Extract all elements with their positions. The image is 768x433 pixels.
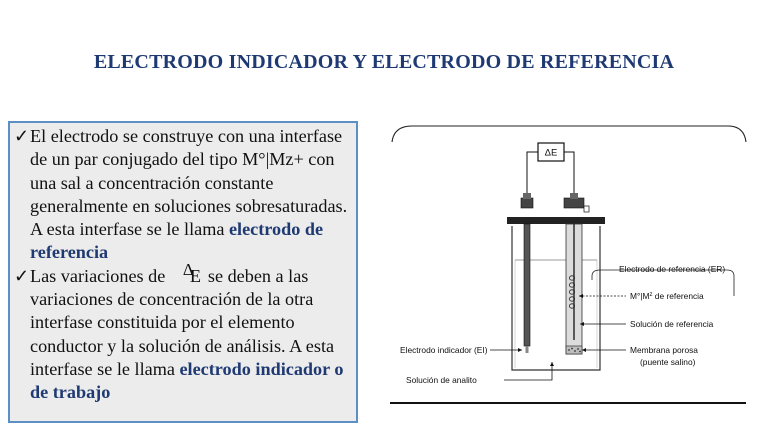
label-porous-membrane: Membrana porosa <box>630 345 698 355</box>
emphasis-reference-electrode: electrodo de referencia <box>30 219 324 263</box>
label-metal-couple: M°|Mz de referencia <box>630 291 704 301</box>
indicator-electrode-cap <box>520 197 534 209</box>
slide-title: ELECTRODO INDICADOR Y ELECTRODO DE REFER… <box>93 51 675 73</box>
voltmeter-label: ΔE <box>545 148 558 159</box>
paragraph-text-after: se deben a las variaciones de concentrac… <box>30 265 335 379</box>
paragraph-reference-electrode: ✓ El electrodo se construye con una inte… <box>14 125 356 265</box>
porous-membrane <box>565 345 583 355</box>
indicator-electrode-tip <box>525 346 529 353</box>
paragraph-text-before: Las variaciones de <box>30 265 170 286</box>
paragraph-text: El electrodo se construye con una interf… <box>30 126 348 240</box>
label-reference-solution: Solución de referencia <box>630 319 714 329</box>
reference-electrode-cap <box>563 197 585 209</box>
emphasis-indicator-electrode: electrodo indicador o de trabajo <box>30 358 344 403</box>
electrode-diagram: ΔE Electrodo de referencia (ER) M°|Mz de… <box>390 125 747 404</box>
indicator-electrode-rod <box>523 223 531 347</box>
check-bullet-icon: ✓ <box>14 126 30 146</box>
e-symbol: E <box>189 265 202 286</box>
label-salt-bridge: (puente salino) <box>640 357 696 367</box>
metal-couple-coil <box>568 275 575 309</box>
wire-left <box>526 151 538 193</box>
label-reference-electrode: Electrodo de referencia (ER) <box>619 264 725 274</box>
delta-symbol: Δ <box>182 259 194 279</box>
beaker <box>511 226 601 371</box>
indicator-electrode-cap <box>523 193 531 199</box>
label-indicator-electrode: Electrodo indicador (EI) <box>400 345 488 355</box>
reference-electrode-cap <box>570 193 578 199</box>
wire-right <box>564 151 575 193</box>
beaker-lid <box>507 217 605 224</box>
text-box: ✓ El electrodo se construye con una inte… <box>8 121 358 423</box>
arrow-analyte-solution <box>504 362 553 381</box>
reference-clamp <box>583 205 590 213</box>
frame-top-curve <box>391 125 747 143</box>
check-bullet-icon: ✓ <box>14 265 30 286</box>
label-analyte-solution: Solución de analito <box>406 375 477 385</box>
reference-bracket <box>591 269 735 296</box>
